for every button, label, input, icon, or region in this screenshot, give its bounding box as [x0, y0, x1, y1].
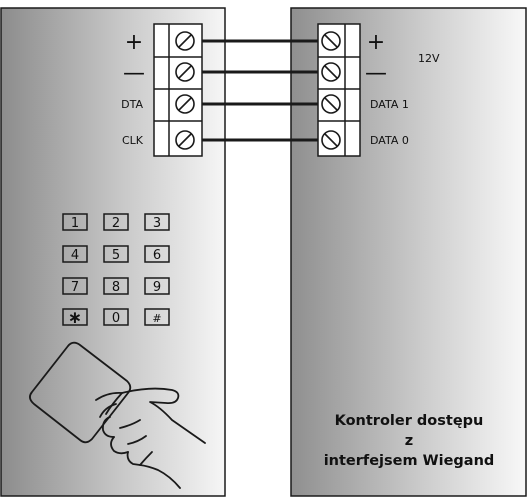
keypad: 1 2 3 4 5 6 7 8 9 ∗ 0 #	[62, 213, 170, 328]
keypad-key	[144, 308, 170, 326]
screw-terminal-icon	[175, 94, 195, 114]
keypad-key-label: 9	[153, 280, 161, 295]
controller-caption-line-3: interfejsem Wiegand	[324, 453, 495, 469]
keypad-key	[144, 277, 170, 295]
controller-terminal-block	[317, 23, 361, 157]
screw-terminal-icon	[321, 31, 341, 51]
controller-caption-line-2: z	[405, 433, 413, 449]
keypad-key	[103, 213, 129, 231]
keypad-key-label: 4	[71, 248, 79, 263]
keypad-key-label: 0	[112, 311, 120, 326]
keypad-row: 1 2 3	[62, 213, 170, 231]
reader-terminal-block	[153, 23, 203, 157]
keypad-key	[62, 213, 88, 231]
keypad-key	[103, 308, 129, 326]
keypad-key-label: 6	[153, 248, 161, 263]
keypad-row: ∗ 0 #	[62, 308, 170, 328]
controller-caption-line-1: Kontroler dostępu	[335, 413, 484, 429]
controller-terminal-label-data0: DATA 0	[370, 134, 409, 147]
keypad-key-label: 1	[71, 216, 79, 231]
proximity-card-icon	[29, 341, 132, 444]
controller-terminal-label-minus: —	[365, 61, 387, 86]
keypad-row: 7 8 9	[62, 277, 170, 295]
reader-terminal-label-dta: DTA	[121, 98, 143, 111]
keypad-row: 4 5 6	[62, 245, 170, 263]
screw-terminal-icon	[175, 130, 195, 150]
controller-terminal-label-plus: +	[367, 30, 385, 55]
keypad-key-label: 2	[112, 216, 120, 231]
keypad-key-label: 7	[71, 280, 79, 295]
keypad-key	[144, 213, 170, 231]
hand-with-card-icon	[29, 341, 206, 489]
wires	[202, 39, 318, 142]
keypad-key	[62, 308, 88, 326]
screw-terminal-icon	[321, 130, 341, 150]
keypad-key	[103, 277, 129, 295]
screw-terminal-icon	[321, 62, 341, 82]
screw-terminal-icon	[175, 62, 195, 82]
keypad-key-label: 5	[112, 248, 120, 263]
reader-terminal-label-plus: +	[125, 30, 143, 55]
keypad-key-label: #	[152, 312, 161, 325]
screw-terminal-icon	[321, 94, 341, 114]
keypad-key	[103, 245, 129, 263]
controller-voltage-label: 12V	[418, 52, 440, 65]
reader-terminal-label-minus: —	[123, 61, 145, 86]
controller-terminal-label-data1: DATA 1	[370, 98, 409, 111]
keypad-key	[62, 245, 88, 263]
keypad-key-label: 3	[153, 216, 161, 231]
keypad-key-label: ∗	[68, 308, 82, 328]
keypad-key-label: 8	[112, 280, 120, 295]
screw-terminal-icon	[175, 31, 195, 51]
keypad-key	[62, 277, 88, 295]
keypad-key	[144, 245, 170, 263]
reader-terminal-label-clk: CLK	[122, 134, 144, 147]
